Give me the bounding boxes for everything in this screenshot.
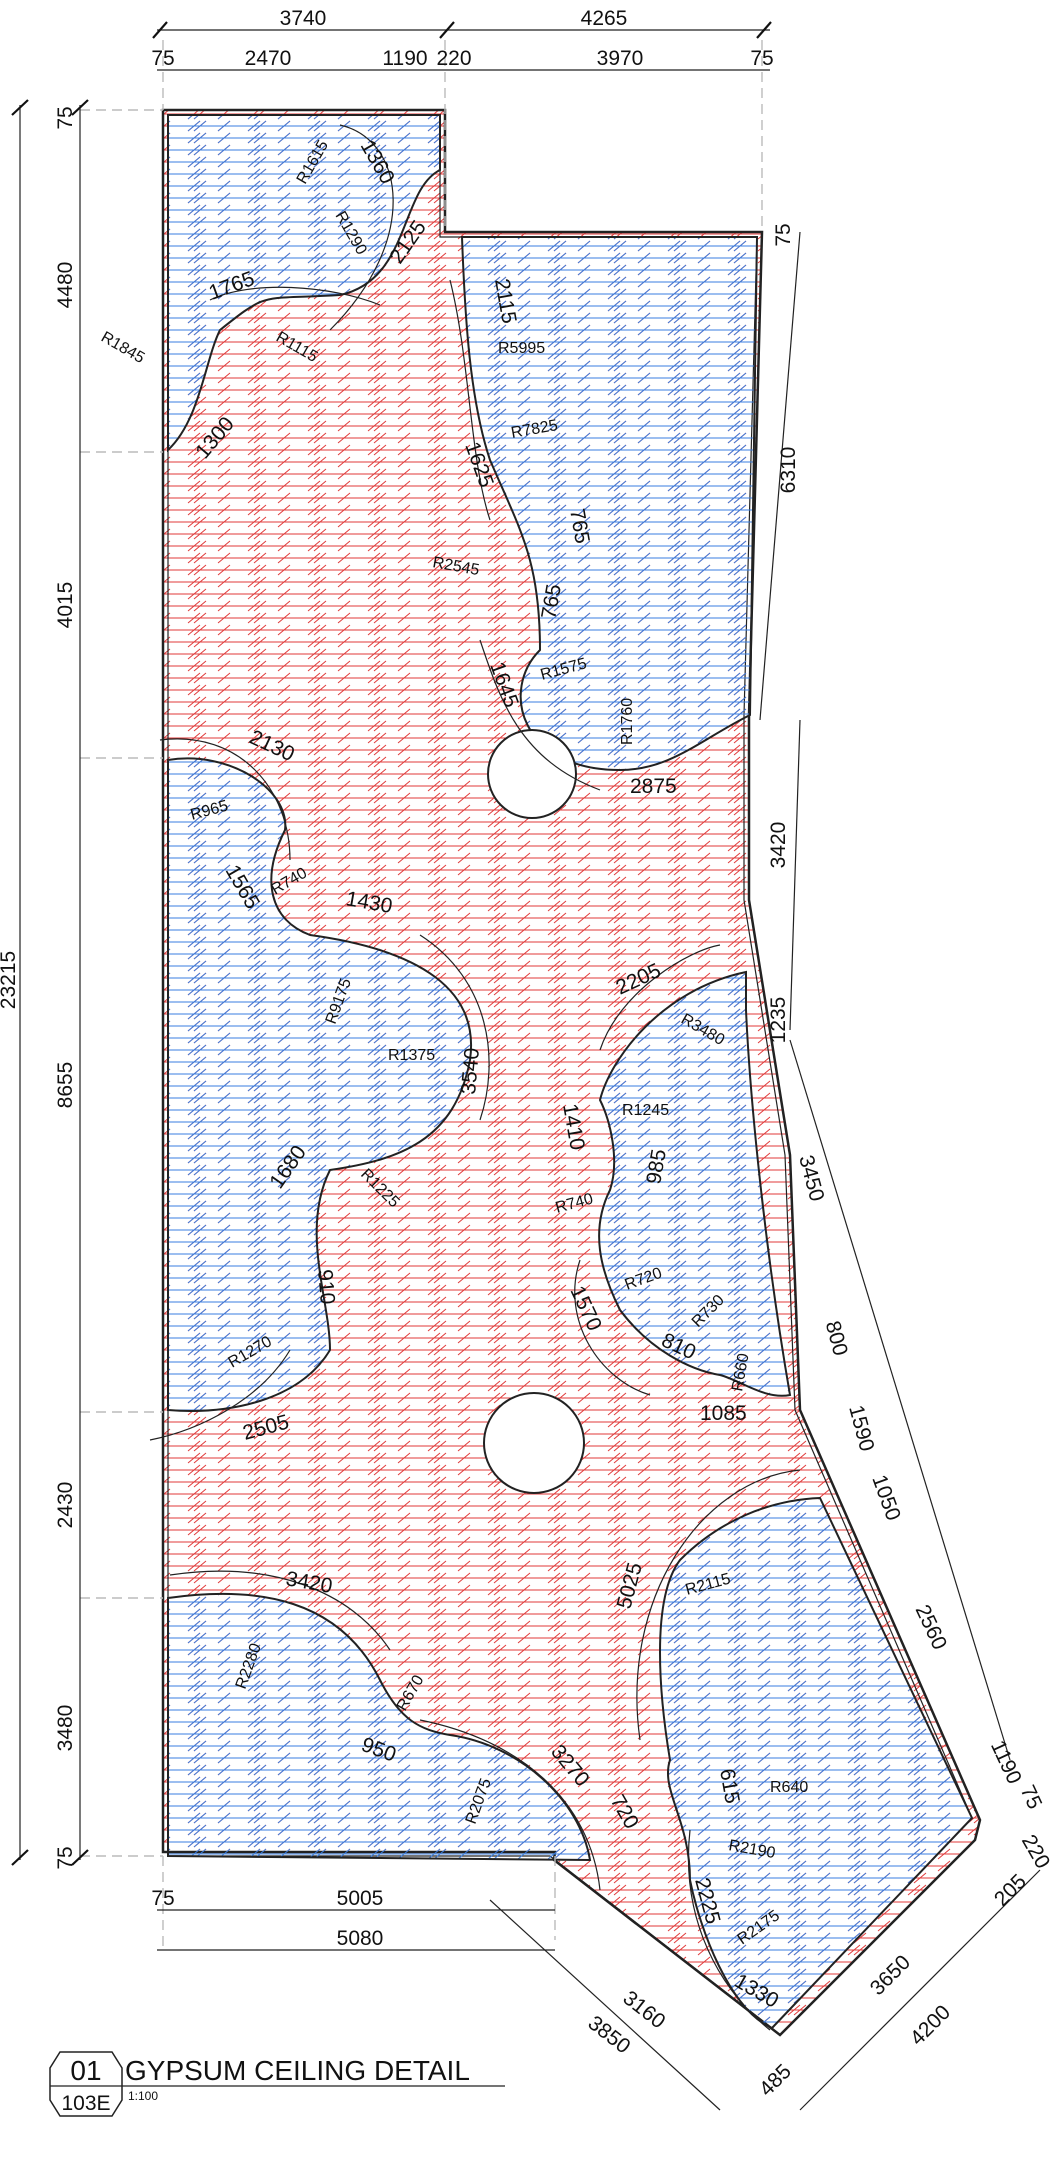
extension-lines [80,40,763,1950]
blue-zone-6 [659,1496,974,2030]
dim-left-6: 3480 [54,1705,77,1752]
label-r660: R660 [729,1352,752,1393]
dim-bottom-1: 75 [151,1887,174,1910]
dim-top-3: 1190 [382,47,427,70]
label-r640: R640 [770,1779,808,1796]
dim-bottom-8: 4200 [906,2001,955,2050]
top-dimensions: 3740 4265 75 2470 1190 220 3970 75 [151,7,773,70]
label-1085: 1085 [700,1402,747,1425]
title-block: 01 103E GYPSUM CEILING DETAIL 1:100 [49,2051,505,2117]
dim-top-1: 75 [151,47,174,70]
blue-zone-2 [460,236,759,772]
dim-right-8: 1050 [867,1472,905,1524]
blue-zone-5 [167,1592,592,1862]
title-sheet: 103E [61,2092,110,2115]
dim-left-1: 75 [54,106,77,129]
blue-zone-1 [167,114,441,453]
annotation-arcs [149,124,801,2031]
dim-left-2: 4480 [54,262,77,309]
dimension-lines [11,21,1041,2111]
dim-right-1: 75 [772,223,795,246]
light-opening-1 [487,729,577,819]
dim-top-2: 2470 [245,47,292,70]
dim-right-4: 1235 [767,997,790,1044]
zone3-annotations: 2130 R965 R740 1565 1430 R9175 R1375 354… [189,726,484,1445]
dim-left-overall: 23215 [0,951,20,1009]
dim-top-6: 75 [750,47,773,70]
dim-bottom-5: 3850 [584,2011,635,2058]
dim-left-4: 8655 [54,1062,77,1109]
dim-right-7: 1590 [844,1403,878,1454]
dim-right-2: 6310 [777,447,800,494]
title-number-octagon [49,2051,123,2117]
dim-right-9: 2560 [911,1601,952,1653]
dim-right-10: 1190 [986,1737,1026,1788]
label-r5995: R5995 [498,340,545,357]
dim-bottom-4: 3160 [619,1986,670,2033]
label-r1375: R1375 [388,1047,435,1064]
dim-bottom-9: 205 [990,1870,1031,1911]
dim-right-3: 3420 [767,822,790,869]
dim-top-4: 220 [436,47,471,70]
left-dimensions: 23215 75 4480 4015 8655 2430 3480 75 [0,106,77,1869]
dim-right-11: 75 [1016,1782,1047,1813]
drawing-title: GYPSUM CEILING DETAIL [125,2055,470,2086]
dim-bottom-7: 3650 [866,1951,915,2000]
dim-right-12: 220 [1017,1831,1054,1873]
blue-zone-3 [167,757,473,1412]
title-number: 01 [70,2055,101,2086]
dim-top-overall-1: 3740 [280,7,327,30]
label-r1845: R1845 [98,329,147,367]
dim-right-5: 3450 [794,1153,828,1204]
label-2875: 2875 [630,775,677,798]
dim-bottom-2: 5005 [337,1887,384,1910]
dim-bottom-6: 485 [755,2060,796,2101]
label-r1245: R1245 [622,1102,669,1119]
blue-zone-4 [598,970,792,1397]
dim-top-overall-2: 4265 [581,7,628,30]
dim-left-3: 4015 [54,582,77,629]
dim-left-7: 75 [54,1846,77,1869]
label-3540: 3540 [457,1047,484,1096]
light-opening-2 [483,1392,585,1494]
label-910: 910 [313,1268,339,1305]
drawing-scale: 1:100 [128,2089,158,2103]
label-r1760: R1760 [619,698,636,745]
dim-left-5: 2430 [54,1482,77,1529]
dim-bottom-3: 5080 [337,1927,384,1950]
dim-top-5: 3970 [597,47,644,70]
dim-right-6: 800 [821,1318,852,1358]
